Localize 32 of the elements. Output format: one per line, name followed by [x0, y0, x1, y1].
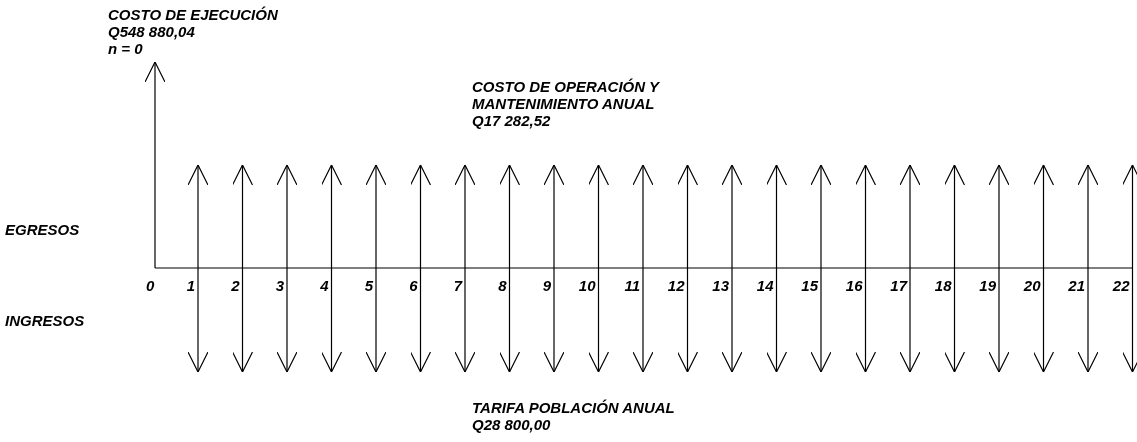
period-number: 1 — [186, 277, 195, 294]
diagram-label: TARIFA POBLACIÓN ANUAL — [472, 399, 675, 416]
diagram-label: EGRESOS — [5, 221, 80, 238]
diagram-label: Q28 800,00 — [472, 416, 551, 433]
diagram-label: n = 0 — [108, 40, 143, 57]
diagram-label: COSTO DE OPERACIÓN Y MANTENIMIENTO ANUAL — [472, 78, 661, 112]
diagram-label: Q548 880,04 — [108, 23, 195, 40]
diagram-label: Q17 282,52 — [472, 112, 551, 129]
period-number: 9 — [542, 277, 551, 294]
period-number: 3 — [275, 277, 284, 294]
period-number: 17 — [890, 277, 907, 294]
period-number: 12 — [667, 277, 685, 294]
period-number: 15 — [801, 277, 818, 294]
period-number: 22 — [1112, 277, 1130, 294]
period-number: 6 — [409, 277, 418, 294]
period-number: 14 — [756, 277, 774, 294]
diagram-label: COSTO DE EJECUCIÓN — [108, 6, 278, 23]
diagram-label: INGRESOS — [5, 312, 85, 329]
period-number: 8 — [498, 277, 507, 294]
period-number: 7 — [453, 277, 462, 294]
period-number: 21 — [1068, 277, 1085, 294]
period-number: 10 — [578, 277, 596, 294]
period-number: 13 — [712, 277, 729, 294]
period-number: 16 — [845, 277, 863, 294]
period-number: 2 — [231, 277, 240, 294]
period-number: 20 — [1023, 277, 1041, 294]
period-number: 0 — [146, 277, 155, 294]
period-number: 19 — [979, 277, 996, 294]
period-number: 11 — [624, 277, 640, 294]
period-number: 4 — [320, 277, 329, 294]
period-number: 5 — [364, 277, 373, 294]
period-number: 18 — [934, 277, 952, 294]
